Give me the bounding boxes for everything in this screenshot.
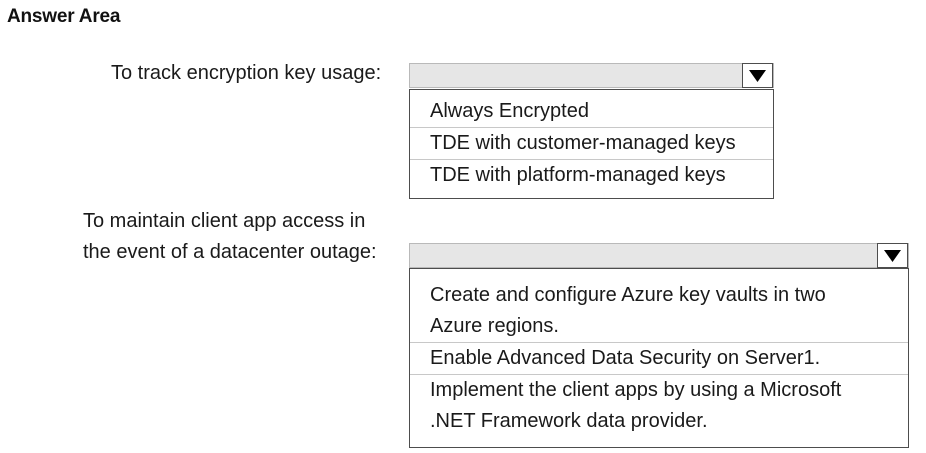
question-1-label: To track encryption key usage: xyxy=(111,58,381,89)
question-2-option-net-framework-provider[interactable]: Implement the client apps by using a Mic… xyxy=(410,374,908,437)
question-2-label: To maintain client app access in the eve… xyxy=(83,206,377,268)
question-1-option-tde-platform-managed[interactable]: TDE with platform-managed keys xyxy=(410,159,773,191)
question-2-option-advanced-data-security[interactable]: Enable Advanced Data Security on Server1… xyxy=(410,342,908,374)
question-2-label-line-2: the event of a datacenter outage: xyxy=(83,241,377,263)
question-2-dropdown-arrow[interactable] xyxy=(877,243,908,268)
question-2-option-3-line-2: .NET Framework data provider. xyxy=(430,410,708,432)
question-2-dropdown[interactable] xyxy=(409,243,909,268)
question-2-options-list: Create and configure Azure key vaults in… xyxy=(409,268,909,448)
question-1-dropdown-arrow[interactable] xyxy=(742,63,773,88)
question-1-option-always-encrypted[interactable]: Always Encrypted xyxy=(430,100,589,122)
triangle-down-icon xyxy=(749,69,766,82)
question-2-label-line-1: To maintain client app access in xyxy=(83,210,366,232)
question-1-label-line-1: To track encryption key usage: xyxy=(111,62,382,84)
question-2-option-key-vaults-two-regions[interactable]: Create and configure Azure key vaults in… xyxy=(410,280,908,342)
question-2-option-1-line-1: Create and configure Azure key vaults in… xyxy=(430,284,826,306)
answer-area-title: Answer Area xyxy=(7,6,121,27)
question-1-options-list: Always Encrypted TDE with customer-manag… xyxy=(409,89,774,199)
triangle-down-icon xyxy=(884,249,901,262)
question-1-dropdown[interactable] xyxy=(409,63,774,88)
question-2-option-1-line-2: Azure regions. xyxy=(430,315,559,337)
question-1-option-tde-customer-managed[interactable]: TDE with customer-managed keys xyxy=(410,127,773,159)
question-2-option-2-line-1: Enable Advanced Data Security on Server1… xyxy=(430,347,821,369)
question-2-option-3-line-1: Implement the client apps by using a Mic… xyxy=(430,379,842,401)
